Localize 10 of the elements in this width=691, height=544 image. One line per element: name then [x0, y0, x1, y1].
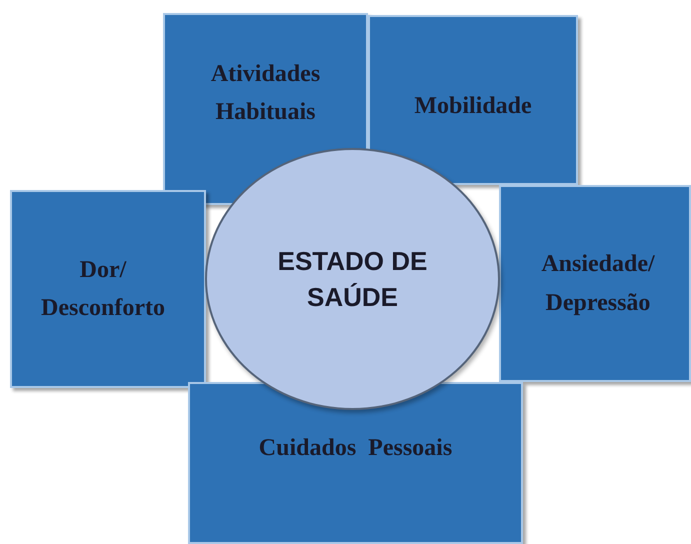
category-box [10, 190, 206, 388]
node-label: Mobilidade [414, 92, 532, 121]
node-label: Dor/ Desconforto [40, 256, 166, 323]
category-box [499, 185, 691, 382]
category-box [188, 382, 523, 544]
node-label: Cuidados Pessoais [258, 434, 452, 463]
node-label: Ansiedade/ Depressão [540, 250, 656, 318]
category-box [368, 15, 578, 185]
node-label: ESTADO DE SAÚDE [276, 244, 428, 314]
node-label: Atividades Habituais [210, 60, 322, 128]
